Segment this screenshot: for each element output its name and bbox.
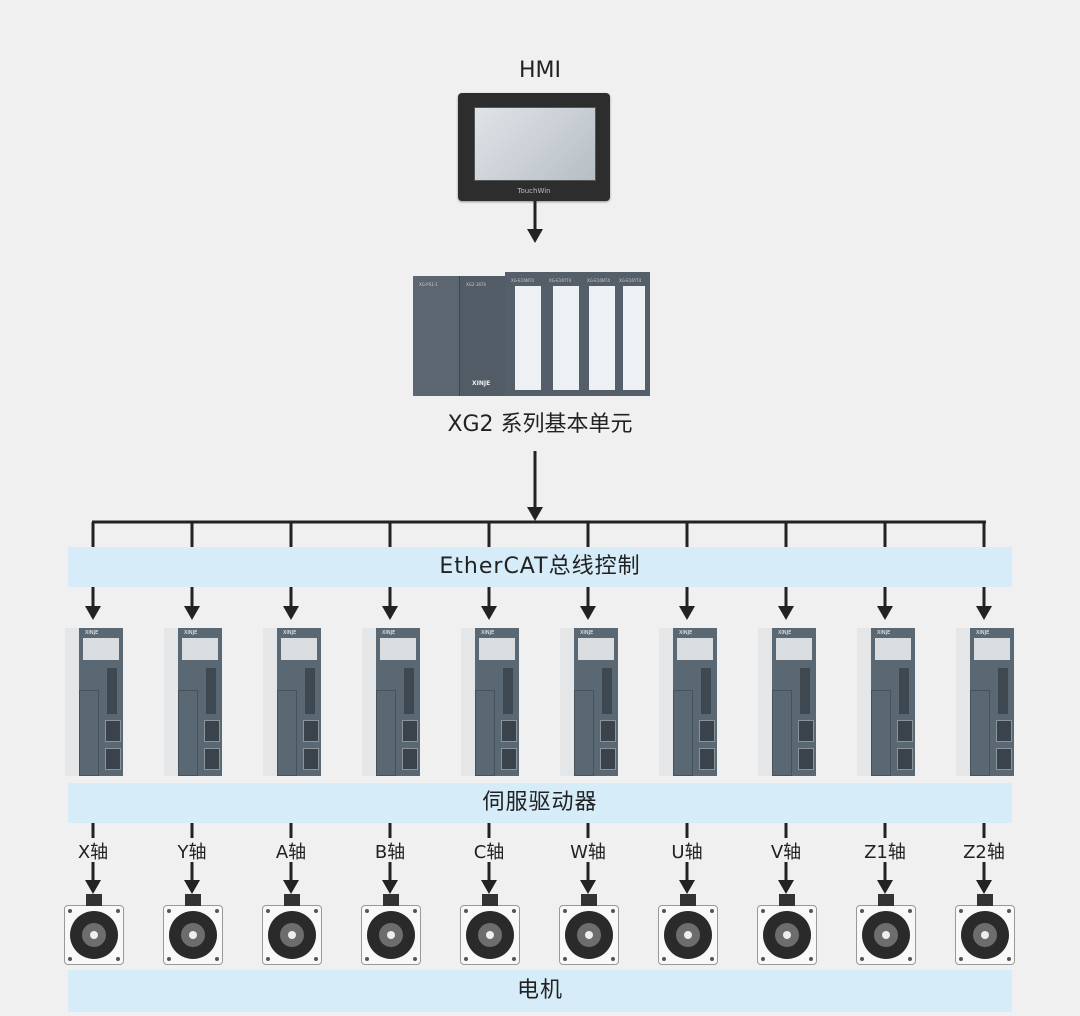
motor-arrow bbox=[778, 880, 794, 894]
servo-motor bbox=[163, 894, 223, 965]
motor-arrow bbox=[877, 880, 893, 894]
servo-brand-logo: XINJE bbox=[877, 630, 891, 636]
servo-display bbox=[875, 638, 911, 660]
servo-brand-logo: XINJE bbox=[184, 630, 198, 636]
servo-brand-logo: XINJE bbox=[778, 630, 792, 636]
motor-arrow bbox=[382, 880, 398, 894]
servo-drive: XINJE bbox=[574, 628, 618, 776]
plc-rack: XG-PS1-1 XG2-16T4 XINJE XG-E16NT4 XG-E16… bbox=[413, 272, 650, 396]
servo-brand-logo: XINJE bbox=[580, 630, 594, 636]
servo-brand-logo: XINJE bbox=[481, 630, 495, 636]
servo-drive: XINJE bbox=[475, 628, 519, 776]
servo-motor bbox=[559, 894, 619, 965]
motor-arrow bbox=[184, 880, 200, 894]
axis-label: C轴 bbox=[473, 842, 505, 863]
servo-display bbox=[677, 638, 713, 660]
plc-power-module: XG-PS1-1 bbox=[413, 276, 459, 396]
ethercat-band: EtherCAT总线控制 bbox=[68, 547, 1012, 587]
servo-display bbox=[83, 638, 119, 660]
servo-band: 伺服驱动器 bbox=[68, 783, 1012, 823]
motor-arrow bbox=[580, 880, 596, 894]
servo-arrow bbox=[679, 606, 695, 620]
servo-arrow bbox=[778, 606, 794, 620]
servo-motor bbox=[856, 894, 916, 965]
axis-label: A轴 bbox=[275, 842, 307, 863]
plc-io-modules: XG-E16NT4 XG-E16YT4 XG-E16NT4 XG-E16YT4 bbox=[505, 272, 650, 396]
plc-module-label: XG-E16NT4 bbox=[511, 278, 534, 283]
servo-display bbox=[380, 638, 416, 660]
servo-drive: XINJE bbox=[673, 628, 717, 776]
servo-drive: XINJE bbox=[772, 628, 816, 776]
servo-motor bbox=[757, 894, 817, 965]
axis-label: Z1轴 bbox=[864, 842, 906, 863]
servo-drive: XINJE bbox=[970, 628, 1014, 776]
hmi-brand-logo: TouchWin bbox=[517, 187, 551, 195]
servo-motor bbox=[262, 894, 322, 965]
axis-label: Y轴 bbox=[177, 842, 207, 863]
servo-drive: XINJE bbox=[277, 628, 321, 776]
servo-drive: XINJE bbox=[178, 628, 222, 776]
plc-module-label: XG-E16YT4 bbox=[549, 278, 572, 283]
servo-display bbox=[479, 638, 515, 660]
servo-brand-logo: XINJE bbox=[679, 630, 693, 636]
hmi-device: TouchWin bbox=[458, 93, 610, 201]
servo-motor bbox=[64, 894, 124, 965]
plc-label: XG2 系列基本单元 bbox=[447, 412, 633, 437]
servo-motor bbox=[361, 894, 421, 965]
motor-arrow bbox=[85, 880, 101, 894]
servo-brand-logo: XINJE bbox=[85, 630, 99, 636]
servo-motor bbox=[460, 894, 520, 965]
servo-arrow bbox=[382, 606, 398, 620]
servo-arrow bbox=[85, 606, 101, 620]
motor-arrow bbox=[283, 880, 299, 894]
axis-label: Z2轴 bbox=[963, 842, 1005, 863]
motor-arrow bbox=[976, 880, 992, 894]
servo-arrow bbox=[283, 606, 299, 620]
hmi-label: HMI bbox=[518, 58, 561, 83]
servo-display bbox=[281, 638, 317, 660]
axis-label: B轴 bbox=[374, 842, 406, 863]
servo-arrow bbox=[580, 606, 596, 620]
servo-arrow bbox=[976, 606, 992, 620]
servo-arrow bbox=[877, 606, 893, 620]
axis-label: V轴 bbox=[770, 842, 802, 863]
plc-cpu-module: XG2-16T4 XINJE bbox=[459, 276, 506, 396]
plc-brand-logo: XINJE bbox=[472, 380, 491, 387]
motor-arrow bbox=[481, 880, 497, 894]
servo-drive: XINJE bbox=[79, 628, 123, 776]
plc-module-label: XG-E16YT4 bbox=[619, 278, 642, 283]
servo-display bbox=[578, 638, 614, 660]
motor-arrow bbox=[679, 880, 695, 894]
plc-module-label: XG-E16NT4 bbox=[587, 278, 610, 283]
servo-arrow bbox=[481, 606, 497, 620]
servo-display bbox=[974, 638, 1010, 660]
servo-brand-logo: XINJE bbox=[283, 630, 297, 636]
servo-motor bbox=[658, 894, 718, 965]
hmi-plc-arrow bbox=[527, 229, 543, 243]
axis-label: W轴 bbox=[570, 842, 606, 863]
servo-display bbox=[776, 638, 812, 660]
plc-module-label: XG2-16T4 bbox=[466, 282, 486, 287]
axis-label: X轴 bbox=[77, 842, 109, 863]
servo-motor bbox=[955, 894, 1015, 965]
servo-arrow bbox=[184, 606, 200, 620]
hmi-screen bbox=[474, 107, 596, 181]
servo-display bbox=[182, 638, 218, 660]
axis-label: U轴 bbox=[671, 842, 703, 863]
servo-brand-logo: XINJE bbox=[382, 630, 396, 636]
plc-bus-arrow bbox=[527, 507, 543, 521]
motor-band: 电机 bbox=[68, 970, 1012, 1012]
plc-module-label: XG-PS1-1 bbox=[419, 282, 438, 287]
servo-drive: XINJE bbox=[376, 628, 420, 776]
servo-brand-logo: XINJE bbox=[976, 630, 990, 636]
servo-drive: XINJE bbox=[871, 628, 915, 776]
